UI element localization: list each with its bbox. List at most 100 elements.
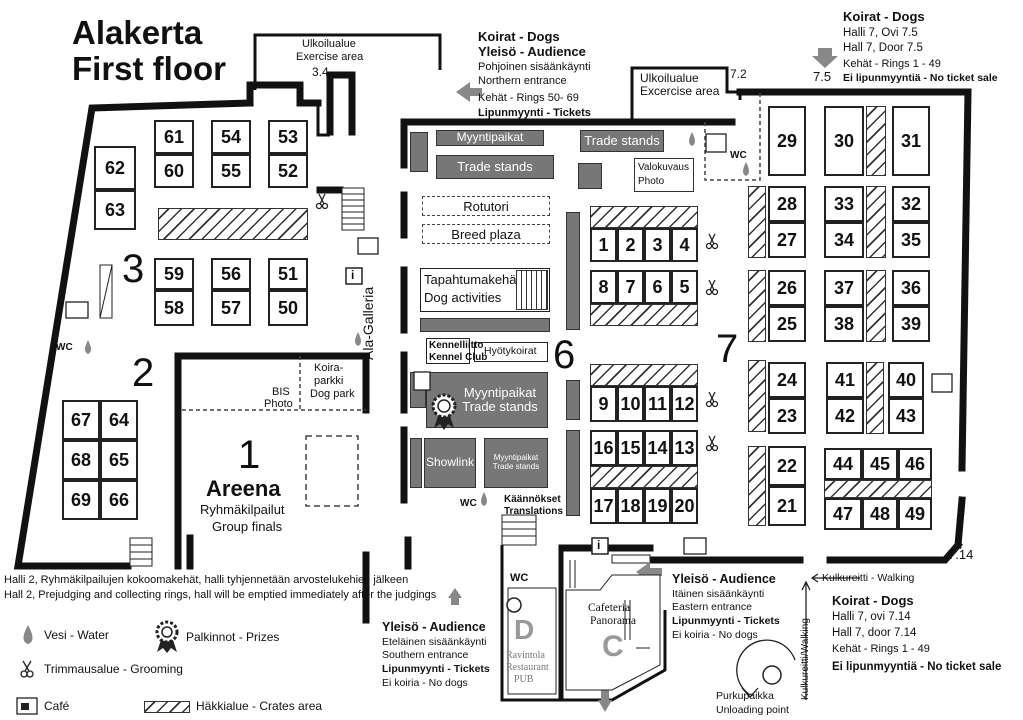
ring-67: 67 [62,400,100,440]
ring-41: 41 [826,362,864,398]
ring-7: 7 [617,270,644,304]
ring-5: 5 [671,270,698,304]
ring-61: 61 [154,120,194,154]
exercise-area-1-number: 3.4 [312,65,329,79]
west-outer-wall [13,99,254,570]
ring-48: 48 [862,498,898,530]
breed-plaza-rotutori: Rotutori [422,196,550,216]
ring-14: 14 [644,430,671,466]
ring-28: 28 [768,186,806,222]
ring-8: 8 [590,270,617,304]
grooming-legend-icon [20,660,34,678]
door75-fi: Halli 7, Ovi 7.5 [843,27,918,39]
north-entrance-fi: Pohjoinen sisäänkäynti [478,61,591,73]
prize-legend-icon [155,620,179,653]
wc-label-north: WC [730,150,747,161]
legend-water: Vesi - Water [44,628,109,642]
trade-stands-big-en: Trade stands [462,399,538,414]
restaurant-pub: PUB [514,674,534,685]
ring-35: 35 [892,222,930,258]
ring-36: 36 [892,270,930,306]
kennel-club-en: Kennel Club [429,352,488,363]
translations-en: Translations [504,506,563,517]
unloading-circle [762,665,782,685]
ring-69: 69 [62,480,100,520]
ring-38: 38 [824,306,864,342]
crates-legend-icon [144,701,190,713]
dog-park-fi-2: parkki [314,375,344,387]
stand-column-mid [566,380,580,420]
showlink-stand: Showlink [424,438,476,488]
ring-34: 34 [824,222,864,258]
cafe-legend-icon [16,697,38,715]
dog-activities-en: Dog activities [424,290,502,305]
east-entrance-en: Eastern entrance [672,601,752,613]
ala-galleria-label: Ala-Galleria [360,286,376,360]
trade-stands-small-fi: Myyntipaikat [493,453,539,463]
legend-prizes: Palkinnot - Prizes [186,630,280,644]
ring-45: 45 [862,448,898,480]
info-icon: i [597,538,601,552]
trade-stands-big-fi: Myyntipaikat [463,384,537,400]
ring-66: 66 [100,480,138,520]
ring-1: 1 [590,228,617,262]
stand-column-upper [566,212,580,330]
door75-dogs: Koirat - Dogs [843,9,925,24]
crates-hall6-b [590,304,698,326]
kennel-club-fi: Kennelliitto [429,340,484,351]
legend-crates: Häkkialue - Crates area [196,699,323,713]
ring-27: 27 [768,222,806,258]
dog-park-en: Dog park [310,388,355,400]
ring-19: 19 [644,488,671,524]
ring-64: 64 [100,400,138,440]
hall-3-number: 3 [122,247,145,291]
north-entrance-audience: Yleisö - Audience [478,44,586,59]
trade-stand-small [578,163,602,189]
legend-cafe: Café [44,699,70,713]
crates-area-west [158,208,308,240]
ring-46: 46 [898,448,932,480]
ring-63: 63 [94,190,136,230]
ring-62: 62 [94,146,136,190]
working-dogs-stand [474,342,548,362]
trade-stand-north: Trade stands [580,130,664,152]
ring-42: 42 [826,398,864,434]
ring-33: 33 [824,186,864,222]
ring-65: 65 [100,440,138,480]
dog-park-fi-1: Koira- [314,362,344,374]
hall-7-number: 7 [716,327,739,371]
door714-rings: Kehät - Rings 1 - 49 [832,643,930,655]
ring-29: 29 [768,106,806,176]
north-entrance-dogs: Koirat - Dogs [478,29,560,44]
ring-10: 10 [617,386,644,422]
areena-en: Group finals [212,519,283,534]
ring-60: 60 [154,154,194,188]
ring-44: 44 [824,448,862,480]
north-entrance-en: Northern entrance [478,75,567,87]
ring-12: 12 [671,386,698,422]
ring-24: 24 [768,362,806,398]
door75-rings: Kehät - Rings 1 - 49 [843,58,941,70]
exercise-area-2-number: 7.2 [730,67,747,81]
wc-label-hall6: WC [460,498,477,509]
bis-label: BIS [272,386,290,398]
ring-15: 15 [617,430,644,466]
walking-route-vertical: Kulkureitti/Walking [800,618,811,700]
water-legend-icon [23,625,33,644]
south-entrance-audience: Yleisö - Audience [382,620,486,634]
ring-50: 50 [268,290,308,326]
cafeteria-en: Panorama [590,615,636,627]
trade-stand-post [410,372,426,408]
ring-26: 26 [768,270,806,306]
trade-stand-myyntipaikat: Myyntipaikat [436,130,544,146]
translations-fi: Käännökset [504,494,561,505]
trade-stands-small-en: Trade stands [492,462,540,471]
hall-6-number: 6 [553,333,576,377]
ring-49: 49 [898,498,932,530]
crates-hall7-c [866,186,886,258]
ring-40: 40 [888,362,924,398]
trade-stand-block [410,132,428,172]
restaurant-en: Restaurant [506,662,549,673]
